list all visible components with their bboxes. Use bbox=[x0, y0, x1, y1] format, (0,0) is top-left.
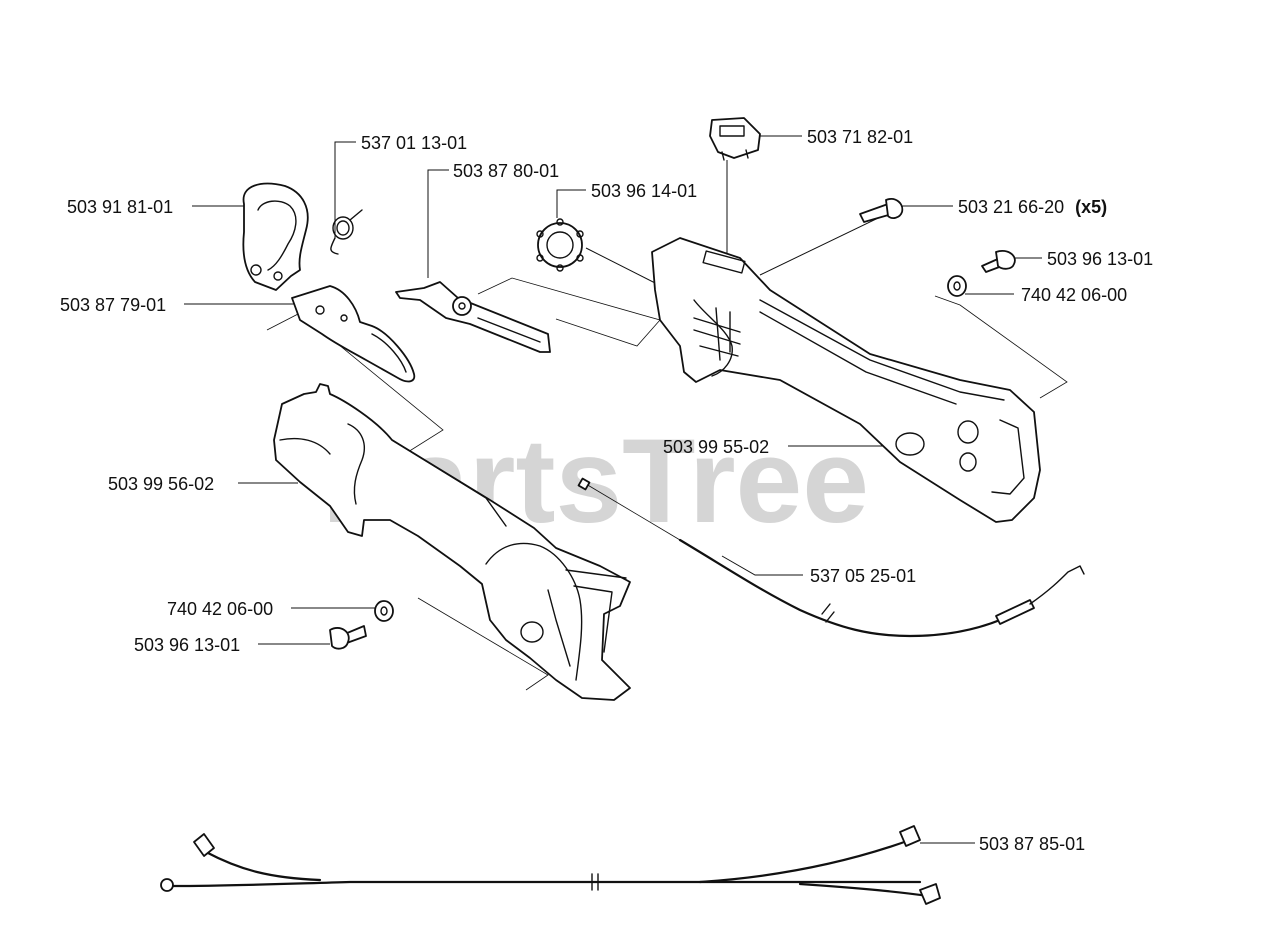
callout-503-87-79-01: 503 87 79-01 bbox=[60, 295, 166, 315]
quantity-badge: (x5) bbox=[1075, 197, 1107, 217]
washer bbox=[947, 275, 967, 297]
part-number: 503 21 66-20 bbox=[958, 197, 1064, 217]
callout-503-21-66-20: 503 21 66-20 (x5) bbox=[958, 197, 1107, 217]
wire-harness bbox=[160, 825, 941, 905]
stop-switch bbox=[709, 117, 761, 161]
callout-503-87-85-01: 503 87 85-01 bbox=[979, 834, 1085, 854]
star-bushing bbox=[536, 218, 584, 272]
washer bbox=[374, 600, 394, 622]
callout-503-87-80-01: 503 87 80-01 bbox=[453, 161, 559, 181]
handle-left-half bbox=[273, 383, 631, 701]
screw bbox=[859, 198, 904, 223]
screw bbox=[329, 625, 367, 650]
callout-labels: 503 91 81-01 537 01 13-01 503 87 80-01 5… bbox=[60, 127, 1153, 854]
throttle-cable bbox=[577, 477, 1085, 638]
handle-right-half bbox=[651, 237, 1041, 523]
callout-503-91-81-01: 503 91 81-01 bbox=[67, 197, 173, 217]
screw bbox=[981, 250, 1016, 273]
callout-740-42-06-00: 740 42 06-00 bbox=[1021, 285, 1127, 305]
retainer-bracket bbox=[242, 182, 309, 291]
callout-503-96-14-01: 503 96 14-01 bbox=[591, 181, 697, 201]
throttle-trigger bbox=[291, 285, 416, 383]
torsion-spring bbox=[330, 209, 363, 255]
leader-lines bbox=[184, 135, 1042, 844]
callout-537-01-13-01: 537 01 13-01 bbox=[361, 133, 467, 153]
callout-503-99-55-02: 503 99 55-02 bbox=[663, 437, 769, 457]
callout-740-42-06-00: 740 42 06-00 bbox=[167, 599, 273, 619]
callout-503-96-13-01: 503 96 13-01 bbox=[1047, 249, 1153, 269]
callout-503-71-82-01: 503 71 82-01 bbox=[807, 127, 913, 147]
lockout-lever bbox=[395, 281, 551, 353]
callout-503-96-13-01: 503 96 13-01 bbox=[134, 635, 240, 655]
callout-503-99-56-02: 503 99 56-02 bbox=[108, 474, 214, 494]
callout-537-05-25-01: 537 05 25-01 bbox=[810, 566, 916, 586]
